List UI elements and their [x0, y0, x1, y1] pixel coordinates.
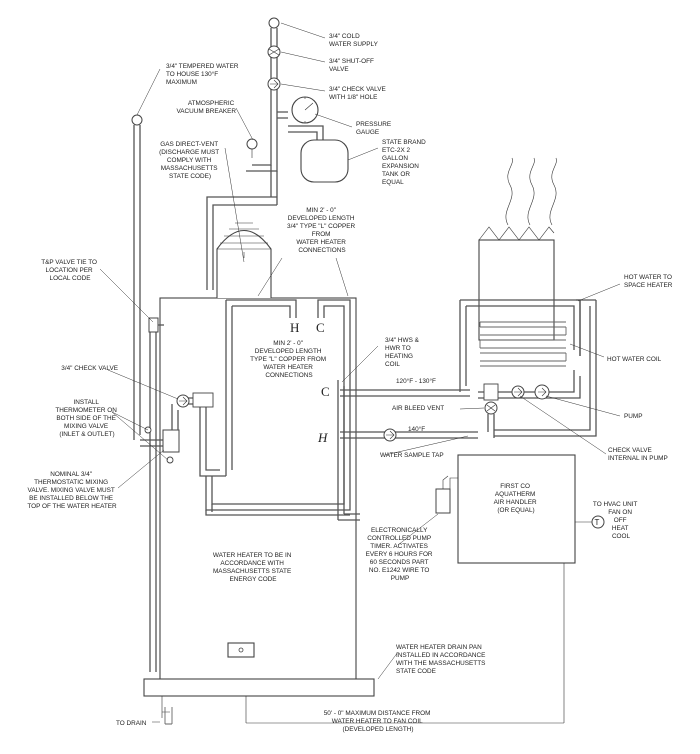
label-pressure-gauge: PRESSURE GAUGE [356, 121, 393, 136]
label-check-valve-pump: CHECK VALVE INTERNAL IN PUMP [608, 447, 668, 462]
thermostat-marker: T [595, 518, 600, 527]
label-cold-supply: 3/4" COLD WATER SUPPLY [329, 33, 379, 48]
distance-dimension [245, 563, 565, 724]
cold-water-riser [206, 17, 349, 290]
label-heater-code: WATER HEATER TO BE IN ACCORDANCE WITH MA… [213, 552, 293, 583]
mixing-valve [162, 429, 180, 453]
gas-direct-vent [216, 222, 272, 298]
pump-timer [435, 488, 451, 514]
pump-check-valve [511, 385, 525, 399]
coil-pump [534, 384, 550, 400]
heater-internal-piping [205, 299, 351, 516]
leader-lines [99, 22, 621, 723]
tempered-water-riser [131, 114, 164, 672]
annotation-labels: 3/4" COLD WATER SUPPLY 3/4" SHUT-OFF VAL… [27, 33, 674, 733]
hvac-thermostat: T [575, 515, 605, 529]
hot-top-marker: H [290, 320, 299, 335]
label-temp-140: 140°F [408, 425, 425, 433]
air-bleed-vent [483, 383, 499, 415]
label-min-length-mid: MIN 2' - 0" DEVELOPED LENGTH TYPE "L" CO… [250, 340, 328, 379]
label-pump-timer: ELECTRONICALLY CONTROLLED PUMP TIMER. AC… [366, 527, 435, 582]
heater-access-panel [227, 642, 255, 658]
label-min-length-top: MIN 2' - 0" DEVELOPED LENGTH 3/4" TYPE "… [287, 207, 357, 254]
hot-water-coil [459, 299, 597, 438]
label-hws-hwr: 3/4" HWS & HWR TO HEATING COIL [385, 337, 421, 368]
shutoff-valve [267, 45, 281, 59]
hot-side-marker: H [317, 430, 328, 445]
label-hvac-unit: TO HVAC UNIT FAN ON OFF HEAT COOL [593, 501, 639, 540]
label-mixing-valve: NOMINAL 3/4" THERMOSTATIC MIXING VALVE. … [27, 471, 117, 510]
label-shutoff-valve: 3/4" SHUT-OFF VALVE [329, 58, 376, 73]
label-hot-to-space: HOT WATER TO SPACE HEATER [624, 274, 674, 289]
cold-side-marker: C [321, 384, 330, 399]
coil-supply-return [337, 380, 478, 521]
label-temp-range: 120°F - 130°F [396, 377, 436, 385]
water-heater [143, 297, 375, 725]
cold-top-marker: C [316, 320, 325, 335]
check-valve-hws [383, 428, 397, 442]
tempered-water-cap [131, 114, 143, 126]
air-handler [435, 454, 576, 564]
vacuum-breaker [246, 138, 258, 158]
label-max-distance: 50' - 0" MAXIMUM DISTANCE FROM WATER HEA… [324, 710, 432, 733]
label-hot-water-coil: HOT WATER COIL [607, 356, 662, 363]
label-expansion-tank: STATE BRAND ETC-2X 2 GALLON EXPANSION TA… [382, 139, 428, 186]
label-gas-vent: GAS DIRECT-VENT (DISCHARGE MUST COMPLY W… [159, 141, 221, 180]
label-pump: PUMP [624, 413, 642, 420]
label-drain-pan: WATER HEATER DRAIN PAN INSTALLED IN ACCO… [396, 644, 487, 675]
tp-valve [148, 317, 159, 333]
label-install-thermometer: INSTALL THERMOMETER ON BOTH SIDE OF THE … [55, 399, 118, 438]
mixing-valve-assembly [140, 392, 226, 477]
label-check-valve-hole: 3/4" CHECK VALVE WITH 1/8" HOLE [329, 86, 388, 101]
check-valve-riser [267, 77, 281, 91]
drain-pan [143, 678, 375, 697]
expansion-tank [300, 139, 349, 183]
label-vacuum-breaker: ATMOSPHERIC VACUUM BREAKER [176, 100, 236, 115]
label-to-drain: TO DRAIN [116, 720, 147, 727]
label-tp-valve: T&P VALVE TIE TO LOCATION PER LOCAL CODE [41, 259, 99, 282]
label-check-valve-34: 3/4" CHECK VALVE [61, 365, 118, 372]
label-air-bleed: AIR BLEED VENT [392, 405, 444, 412]
exhaust-stack [478, 157, 557, 341]
cold-supply-cap [268, 17, 280, 29]
label-air-handler: FIRST CO AQUATHERM AIR HANDLER (OR EQUAL… [494, 483, 539, 514]
check-valve-left [176, 394, 190, 408]
label-sample-tap: WATER SAMPLE TAP [380, 452, 444, 459]
label-tempered-water: 3/4" TEMPERED WATER TO HOUSE 130°F MAXIM… [166, 63, 240, 86]
thermometer-outlet [166, 456, 174, 464]
